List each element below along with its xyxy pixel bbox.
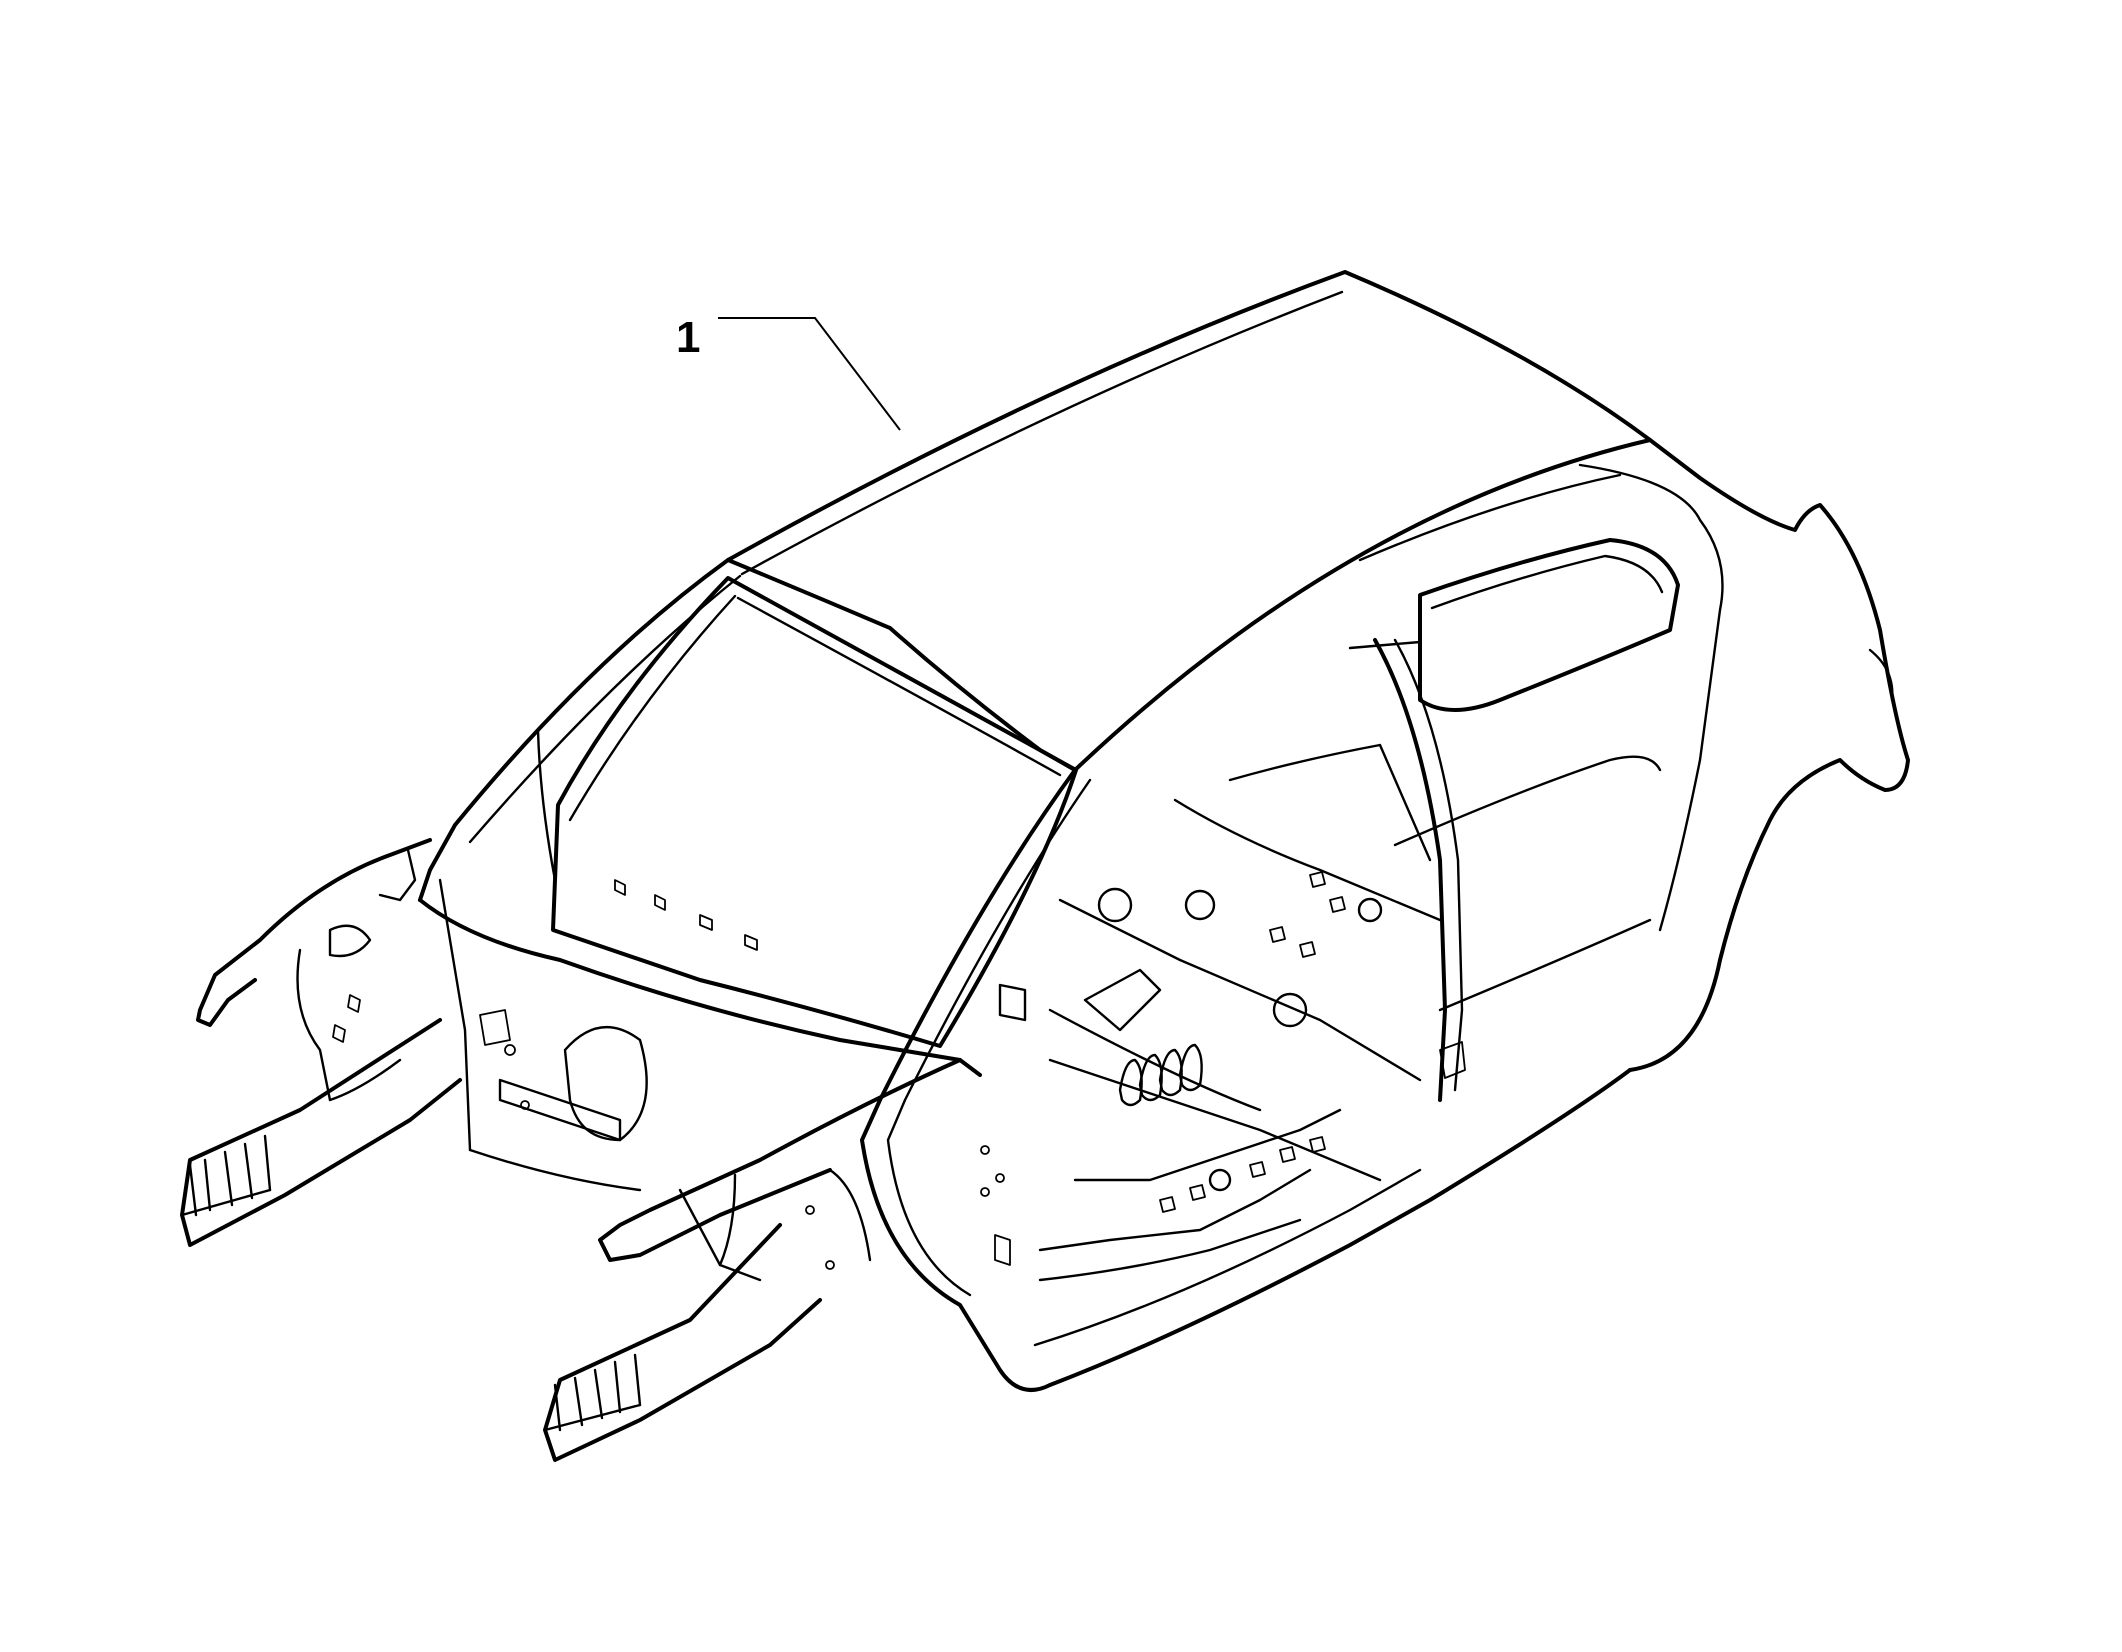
firewall-cowl bbox=[418, 878, 982, 1192]
rear-quarter-window bbox=[1418, 538, 1680, 712]
door-opening-right bbox=[860, 768, 1632, 1392]
windshield-opening bbox=[551, 576, 1078, 1048]
callout-leader-line bbox=[718, 317, 901, 431]
roof-panel bbox=[726, 270, 1652, 772]
front-strut-tower-left bbox=[196, 838, 432, 1102]
front-strut-tower-right bbox=[598, 1058, 962, 1282]
front-a-pillar-left bbox=[418, 558, 742, 902]
callout-number: 1 bbox=[676, 313, 700, 362]
front-frame-rail-right bbox=[543, 1223, 822, 1462]
rear-quarter-panel bbox=[1358, 438, 1910, 1072]
front-frame-rail-left bbox=[180, 1018, 462, 1247]
floor-pan bbox=[1038, 743, 1442, 1282]
b-pillar bbox=[1348, 638, 1466, 1102]
callout-1: 1 bbox=[676, 313, 901, 431]
